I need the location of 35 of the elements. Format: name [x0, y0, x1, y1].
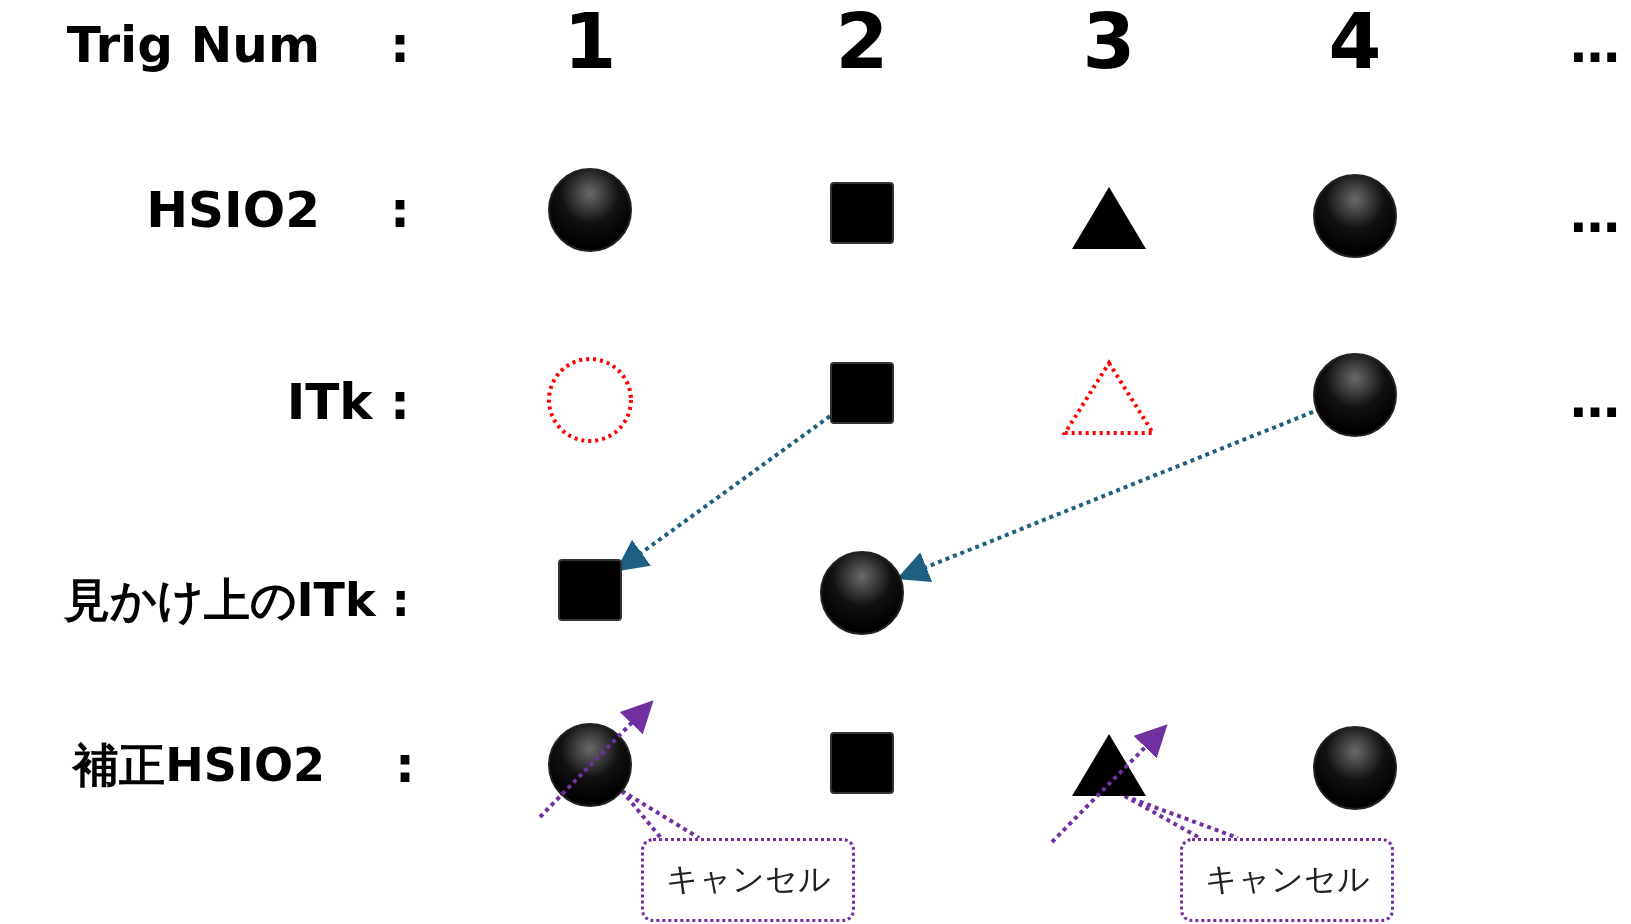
row-label: … — [1570, 375, 1620, 425]
square-symbol — [830, 732, 894, 794]
callout-pointer — [1122, 794, 1240, 840]
callout-text: キャンセル — [665, 859, 831, 900]
callout-box — [641, 838, 855, 922]
row-label: Trig Num — [66, 20, 320, 70]
square-symbol — [830, 182, 894, 244]
column-number: 1 — [563, 4, 617, 80]
row-label: : — [395, 740, 415, 790]
circle-symbol — [1313, 353, 1397, 437]
circle-symbol — [548, 723, 632, 807]
circle-symbol — [548, 168, 632, 252]
square-symbol — [558, 559, 622, 621]
triangle-symbol — [1070, 185, 1148, 251]
callout-pointer — [619, 788, 701, 840]
row-label: … — [1570, 190, 1620, 240]
row-label: HSIO2 — [146, 185, 320, 235]
circle-symbol — [1313, 174, 1397, 258]
column-number: 3 — [1082, 4, 1136, 80]
column-number: 2 — [835, 4, 889, 80]
row-label: 補正HSIO2 — [73, 742, 325, 788]
row-label: ITk : — [286, 377, 410, 427]
callout-text: キャンセル — [1204, 859, 1370, 900]
row-label: : — [390, 185, 410, 235]
row-label: 見かけ上のITk : — [63, 577, 410, 623]
circle-symbol — [1313, 726, 1397, 810]
dotted-triangle-symbol — [1063, 361, 1155, 435]
square-symbol — [830, 362, 894, 424]
callout-box — [1180, 838, 1394, 922]
circle-symbol — [820, 551, 904, 635]
column-number: 4 — [1328, 4, 1382, 80]
triangle-symbol — [1070, 732, 1148, 798]
dotted-circle-symbol — [546, 357, 634, 443]
row-label: : — [390, 20, 410, 70]
row-label: … — [1570, 20, 1620, 70]
